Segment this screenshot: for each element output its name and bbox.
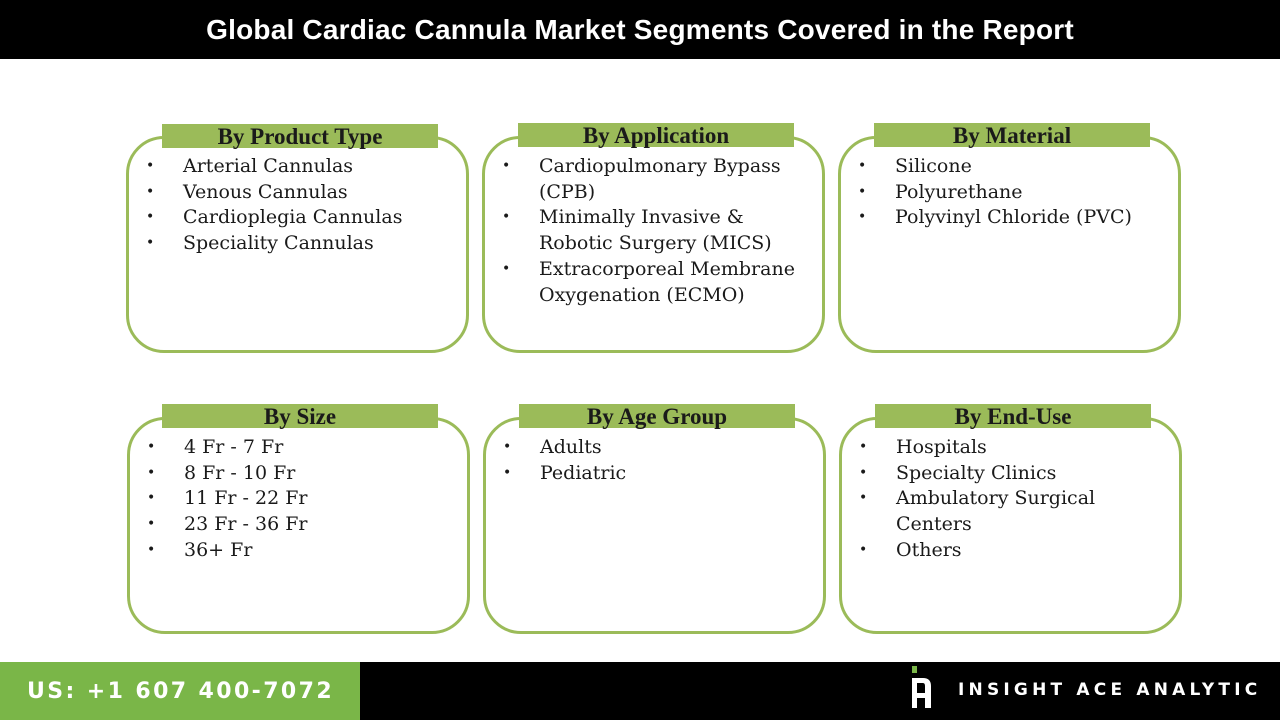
bullet-icon: • <box>146 209 155 226</box>
bullet-icon: • <box>503 464 512 481</box>
bullet-icon: • <box>859 439 868 455</box>
list-item-label: 4 Fr - 7 Fr <box>184 436 284 458</box>
bullet-icon: • <box>147 516 156 533</box>
insight-ace-logo-icon <box>912 666 931 708</box>
bullet-icon: • <box>147 490 156 507</box>
segment-list-age-group: • Adults • Pediatric <box>503 435 803 486</box>
list-item: • Polyvinyl Chloride (PVC) <box>858 205 1158 231</box>
segment-list-end-use: • Hospitals • Specialty Clinics • Ambulator… <box>859 435 1159 564</box>
list-item-label: Extracorporeal Membrane Oxygenation (ECM… <box>539 257 795 306</box>
bullet-icon: • <box>858 209 867 226</box>
bullet-icon: • <box>146 235 155 252</box>
list-item: • Minimally Invasive & Robotic Surgery (M… <box>502 205 802 256</box>
list-item-label: 11 Fr - 22 Fr <box>184 487 308 510</box>
segment-card-material <box>838 136 1181 353</box>
bullet-icon: • <box>502 158 511 174</box>
list-item: • 23 Fr - 36 Fr <box>147 512 447 538</box>
bullet-icon: • <box>146 183 155 200</box>
footer-brand-bar: INSIGHT ACE ANALYTIC <box>360 662 1280 720</box>
bullet-icon: • <box>502 260 511 277</box>
bullet-icon: • <box>147 541 156 558</box>
list-item: • Speciality Cannulas <box>146 231 446 257</box>
list-item-label: 36+ Fr <box>184 538 253 561</box>
segment-header-application: By Application <box>518 123 794 148</box>
list-item: • Polyurethane <box>858 180 1158 206</box>
list-item-label: Adults <box>540 436 602 458</box>
list-item-label: 23 Fr - 36 Fr <box>184 513 308 536</box>
list-item: • Ambulatory Surgical Centers <box>859 486 1159 537</box>
bullet-icon: • <box>146 158 155 174</box>
list-item-label: Polyvinyl Chloride (PVC) <box>895 206 1132 229</box>
list-item: • Adults <box>503 435 803 461</box>
bullet-icon: • <box>147 464 156 481</box>
list-item: • Others <box>859 538 1159 564</box>
segment-card-age-group <box>483 417 826 634</box>
list-item-label: Ambulatory Surgical Centers <box>896 487 1096 536</box>
segment-header-material: By Material <box>874 123 1150 148</box>
list-item-label: Minimally Invasive & Robotic Surgery (MI… <box>539 206 772 255</box>
list-item: • Specialty Clinics <box>859 461 1159 487</box>
list-item-label: Venous Cannulas <box>183 180 348 203</box>
segment-list-size: • 4 Fr - 7 Fr • 8 Fr - 10 Fr • 11 Fr - 22 F… <box>147 435 447 564</box>
bullet-icon: • <box>502 209 511 226</box>
list-item-label: Hospitals <box>896 436 987 458</box>
bullet-icon: • <box>858 158 867 174</box>
page-title: Global Cardiac Cannula Market Segments C… <box>206 13 1074 45</box>
segment-header-end-use: By End-Use <box>875 404 1151 429</box>
list-item-label: Specialty Clinics <box>896 461 1057 484</box>
segment-list-product-type: • Arterial Cannulas • Venous Cannulas • Car… <box>146 154 446 257</box>
bullet-icon: • <box>147 439 156 455</box>
list-item: • Venous Cannulas <box>146 180 446 206</box>
list-item-label: Polyurethane <box>895 180 1023 203</box>
bullet-icon: • <box>859 464 868 481</box>
list-item: • Cardioplegia Cannulas <box>146 205 446 231</box>
list-item: • 8 Fr - 10 Fr <box>147 461 447 487</box>
list-item: • 11 Fr - 22 Fr <box>147 486 447 512</box>
segment-card-size <box>127 417 470 634</box>
list-item-label: Speciality Cannulas <box>183 232 374 255</box>
list-item: • Silicone <box>858 154 1158 180</box>
segment-header-size: By Size <box>162 404 438 429</box>
list-item-label: Cardiopulmonary Bypass (CPB) <box>539 155 781 203</box>
list-item: • Pediatric <box>503 461 803 487</box>
segment-list-material: • Silicone • Polyurethane • Polyvinyl Chlor… <box>858 154 1158 231</box>
list-item: • Hospitals <box>859 435 1159 461</box>
company-name: INSIGHT ACE ANALYTIC <box>958 680 1262 700</box>
bullet-icon: • <box>859 490 868 507</box>
list-item-label: Pediatric <box>540 461 627 484</box>
list-item-label: Others <box>896 538 962 561</box>
bullet-icon: • <box>859 541 868 558</box>
bullet-icon: • <box>858 183 867 200</box>
list-item-label: Arterial Cannulas <box>183 155 354 177</box>
segment-list-application: • Cardiopulmonary Bypass (CPB) • Minimally… <box>502 154 802 308</box>
footer-phone-bar: US: +1 607 400-7072 <box>0 662 360 720</box>
bullet-icon: • <box>503 439 512 455</box>
list-item: • Extracorporeal Membrane Oxygenation (EC… <box>502 257 802 308</box>
phone-number: US: +1 607 400-7072 <box>27 678 335 704</box>
list-item-label: Cardioplegia Cannulas <box>183 206 403 229</box>
list-item: • Cardiopulmonary Bypass (CPB) <box>502 154 802 205</box>
list-item-label: Silicone <box>895 155 972 177</box>
segment-header-product-type: By Product Type <box>162 124 438 149</box>
segment-card-application <box>482 136 825 353</box>
list-item: • Arterial Cannulas <box>146 154 446 180</box>
segment-header-age-group: By Age Group <box>519 404 795 429</box>
list-item-label: 8 Fr - 10 Fr <box>184 461 296 484</box>
list-item: • 36+ Fr <box>147 538 447 564</box>
list-item: • 4 Fr - 7 Fr <box>147 435 447 461</box>
title-bar: Global Cardiac Cannula Market Segments C… <box>0 0 1280 59</box>
